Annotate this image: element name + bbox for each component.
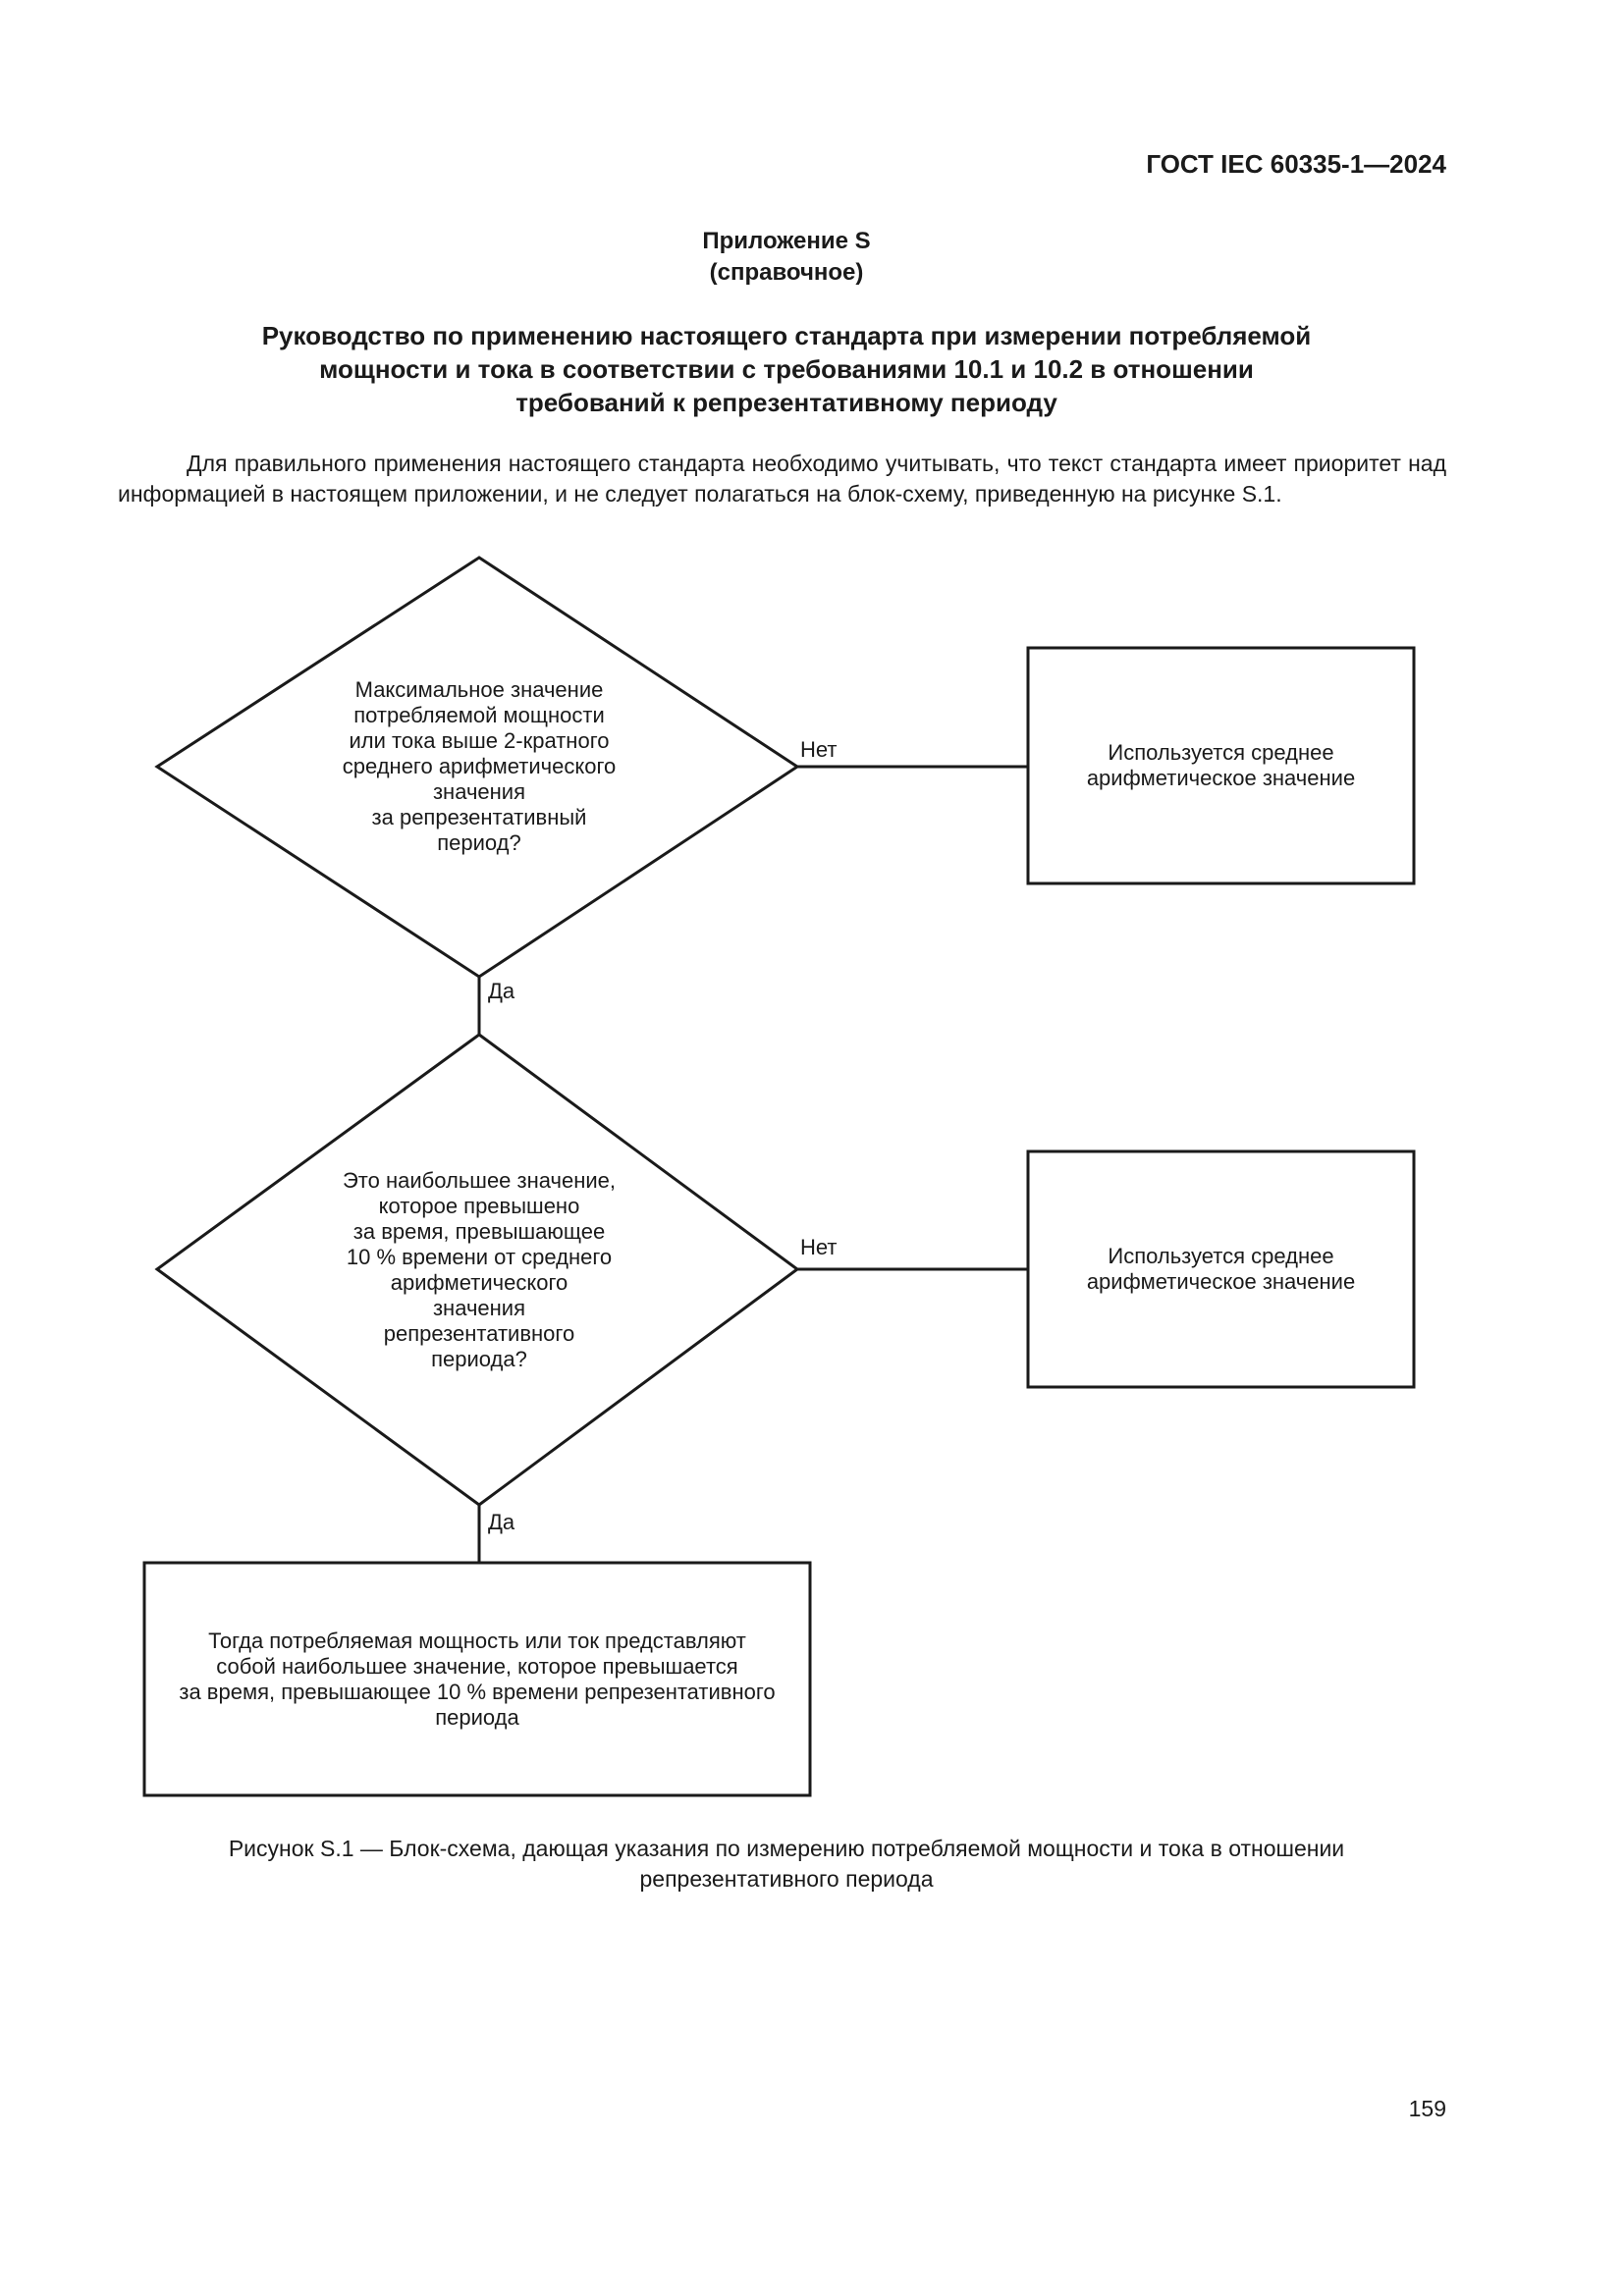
decision-1-line: потребляемой мощности: [353, 703, 605, 727]
result-1-box: [1026, 646, 1416, 885]
no-label-2: Нет: [800, 1235, 838, 1259]
decision-1-line: за репрезентативный: [371, 805, 587, 829]
decision-2-line: репрезентативного: [383, 1321, 575, 1346]
annex-subtitle: (справочное): [709, 259, 864, 286]
final-line: Тогда потребляемая мощность или ток пред…: [208, 1628, 746, 1653]
decision-1-line: или тока выше 2-кратного: [349, 728, 610, 753]
decision-1-line: период?: [437, 830, 521, 855]
figure-caption-line-1: Рисунок S.1 — Блок-схема, дающая указани…: [228, 1836, 1345, 1861]
result-2-box: [1026, 1149, 1416, 1389]
decision-2-line: значения: [432, 1296, 526, 1320]
result-2-line: арифметическое значение: [1086, 1269, 1356, 1294]
decision-2-text: Это наибольшее значение, которое превыше…: [295, 1167, 664, 1373]
result-1-line: Используется среднее: [1108, 740, 1334, 765]
yes-label-2: Да: [488, 1510, 515, 1534]
main-title-line-3: требований к репрезентативному периоду: [515, 388, 1057, 417]
yes-label-1: Да: [488, 979, 515, 1003]
standard-designation: ГОСТ IEC 60335-1—2024: [1146, 149, 1446, 179]
final-line: собой наибольшее значение, которое превы…: [216, 1653, 738, 1679]
final-line: периода: [435, 1704, 519, 1730]
figure-caption: Рисунок S.1 — Блок-схема, дающая указани…: [157, 1834, 1416, 1895]
result-2-text: Используется среднее арифметическое знач…: [1031, 1154, 1411, 1384]
decision-1-line: среднего арифметического: [342, 754, 617, 778]
intro-paragraph: Для правильного применения настоящего ст…: [118, 451, 1446, 507]
final-box: [142, 1561, 812, 1797]
decision-2-line: периода?: [431, 1347, 527, 1371]
decision-2-line: за время, превышающее: [352, 1219, 606, 1244]
decision-1-line: Максимальное значение: [354, 677, 604, 702]
decision-1-text: Максимальное значение потребляемой мощно…: [295, 668, 664, 865]
annex-title: Приложение S: [702, 228, 871, 254]
page-number: 159: [1408, 2096, 1446, 2121]
result-1-line: арифметическое значение: [1086, 766, 1356, 790]
main-title: Руководство по применению настоящего ста…: [157, 319, 1416, 419]
decision-2-line: арифметического: [390, 1270, 568, 1295]
no-label-1: Нет: [800, 737, 838, 762]
decision-2-line: 10 % времени от среднего: [346, 1245, 613, 1269]
main-title-line-2: мощности и тока в соответствии с требова…: [319, 354, 1254, 384]
decision-1-line: значения: [432, 779, 526, 804]
final-line: за время, превышающее 10 % времени репре…: [179, 1679, 776, 1704]
main-title-line-1: Руководство по применению настоящего ста…: [261, 321, 1312, 350]
decision-2-line: которое превышено: [378, 1194, 580, 1218]
final-text: Тогда потребляемая мощность или ток пред…: [147, 1566, 807, 1792]
figure-caption-line-2: репрезентативного периода: [639, 1866, 934, 1892]
decision-2-line: Это наибольшее значение,: [342, 1168, 617, 1193]
result-1-text: Используется среднее арифметическое знач…: [1031, 651, 1411, 881]
result-2-line: Используется среднее: [1108, 1244, 1334, 1268]
